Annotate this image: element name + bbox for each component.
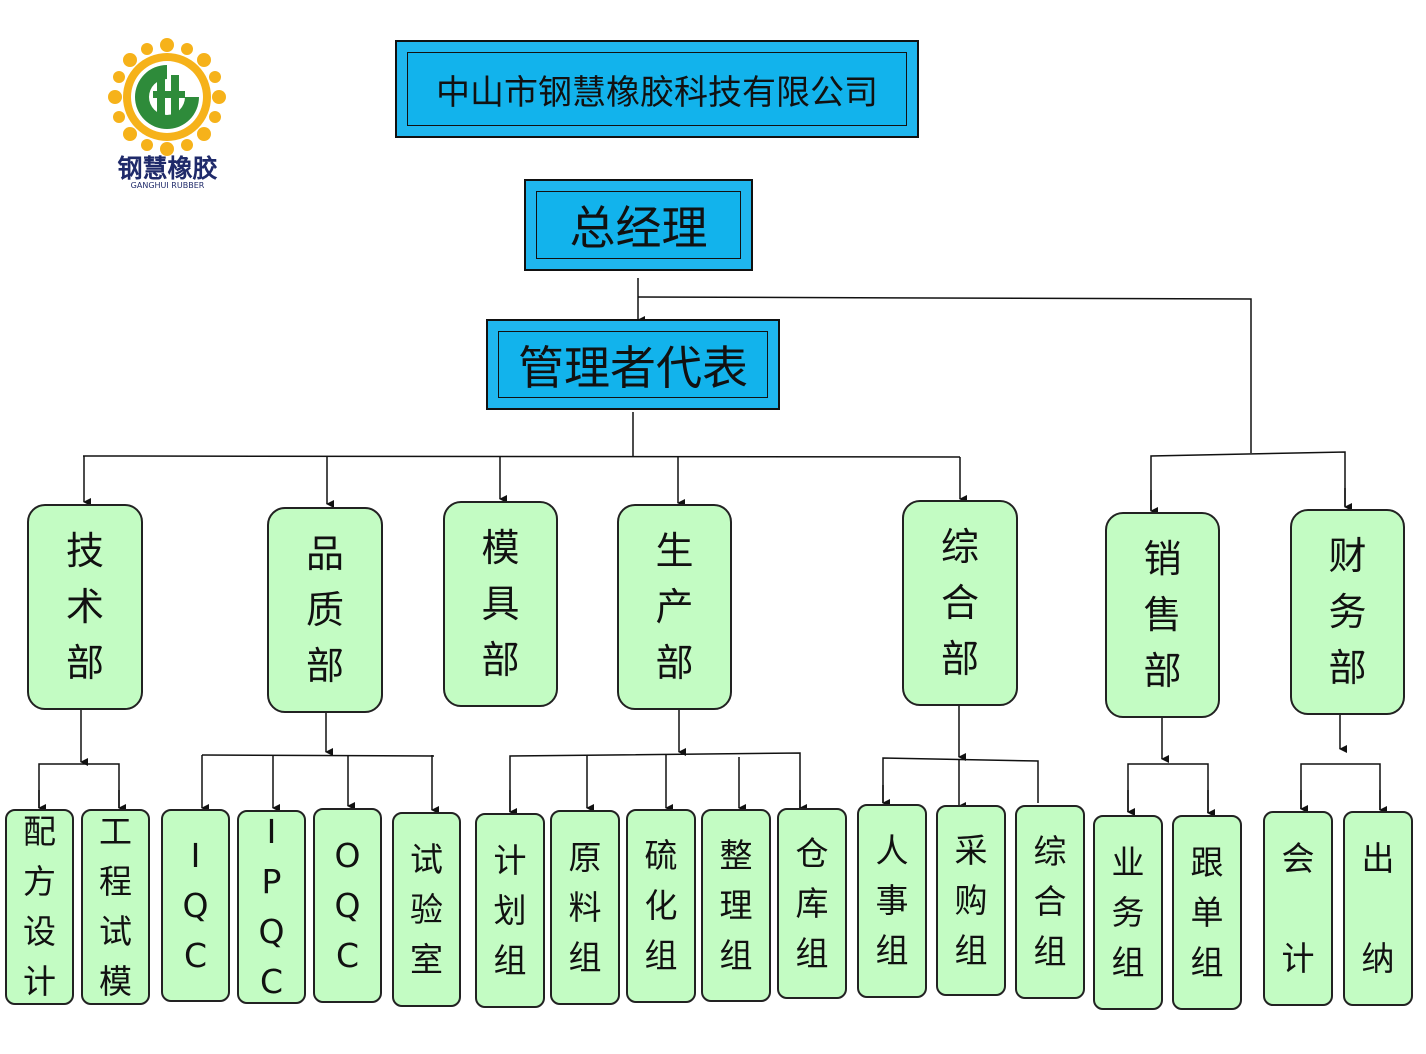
sun-gear-icon <box>108 38 226 156</box>
team-vulcanize: 硫 化 组 <box>626 809 696 1003</box>
team-hr: 人 事 组 <box>857 804 927 998</box>
company-logo: 钢慧橡胶 GANGHUI RUBBER <box>105 35 230 195</box>
logo-subtext: GANGHUI RUBBER <box>130 181 205 190</box>
team-admin: 综 合 组 <box>1015 805 1085 999</box>
team-ipqc: I P Q C <box>237 810 306 1004</box>
team-purchase: 采 购 组 <box>936 805 1006 996</box>
team-order-follow: 跟 单 组 <box>1172 815 1242 1010</box>
management-representative-box: 管理者代表 <box>486 319 780 410</box>
general-manager-box: 总经理 <box>524 179 753 271</box>
dept-quality: 品 质 部 <box>267 507 383 713</box>
team-iqc: I Q C <box>161 809 230 1002</box>
team-accounting: 会 计 <box>1263 811 1333 1006</box>
management-representative-label: 管理者代表 <box>518 340 748 395</box>
team-cashier: 出 纳 <box>1343 811 1413 1006</box>
team-lab: 试 验 室 <box>392 812 461 1007</box>
dept-sales: 销 售 部 <box>1105 512 1220 718</box>
dept-finance: 财 务 部 <box>1290 509 1405 715</box>
team-engineering-trial: 工 程 试 模 <box>81 809 150 1005</box>
logo-text: 钢慧橡胶 <box>117 154 218 183</box>
team-business: 业 务 组 <box>1093 815 1163 1010</box>
dept-general: 综 合 部 <box>902 500 1018 706</box>
dept-tech: 技 术 部 <box>27 504 143 710</box>
dept-mold: 模 具 部 <box>443 501 558 707</box>
team-material: 原 料 组 <box>550 810 620 1005</box>
company-title-box: 中山市钢慧橡胶科技有限公司 <box>395 40 919 138</box>
team-warehouse: 仓 库 组 <box>777 808 847 999</box>
team-finishing: 整 理 组 <box>701 809 771 1002</box>
company-title: 中山市钢慧橡胶科技有限公司 <box>436 72 878 113</box>
team-planning: 计 划 组 <box>475 813 545 1008</box>
general-manager-label: 总经理 <box>569 201 708 255</box>
dept-production: 生 产 部 <box>617 504 732 710</box>
team-oqc: O Q C <box>313 808 382 1003</box>
team-formula-design: 配 方 设 计 <box>5 809 74 1005</box>
